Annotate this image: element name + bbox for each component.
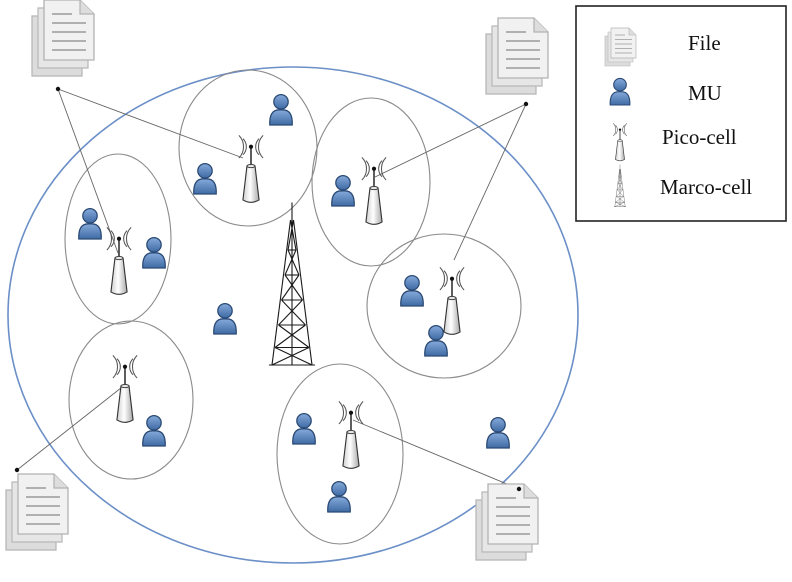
file-link	[352, 419, 520, 490]
legend-label-macro-cell: Marco-cell	[660, 175, 752, 199]
mobile-user-icon	[292, 412, 316, 445]
pico-cell-boundary	[68, 320, 194, 480]
file-links	[16, 88, 527, 490]
file-link	[57, 88, 244, 159]
pico-cell-icon	[238, 134, 264, 204]
file-icon	[5, 473, 69, 551]
mobile-users	[78, 93, 510, 513]
legend-label-pico-cell: Pico-cell	[662, 125, 737, 149]
mobile-user-icon	[327, 480, 351, 513]
pico-cell-icon	[338, 400, 364, 470]
macro-cell-tower-icon	[267, 201, 317, 367]
legend-label-file: File	[688, 31, 721, 55]
legend-label-mu: MU	[688, 81, 722, 105]
mobile-user-icon	[331, 174, 355, 207]
mobile-user-icon	[78, 207, 102, 240]
pico-cell-icon	[112, 354, 138, 424]
file-link	[16, 383, 127, 471]
files	[5, 0, 549, 561]
file-icon	[604, 27, 637, 67]
file-link	[374, 103, 527, 178]
file-icon	[485, 17, 549, 95]
link-endpoint	[55, 86, 61, 92]
mobile-user-icon	[142, 236, 166, 269]
pico-cell-icon	[361, 156, 387, 226]
pico-cell-icon	[439, 266, 465, 336]
file-icon	[475, 483, 539, 561]
mobile-user-icon	[142, 414, 166, 447]
link-endpoint	[523, 101, 529, 107]
pico-cell-icon	[106, 226, 132, 296]
pico-cell-boundary	[366, 233, 522, 379]
pico-cell-boundary	[311, 97, 431, 267]
mobile-user-icon	[269, 93, 293, 126]
link-endpoint	[516, 486, 522, 492]
mobile-user-icon	[193, 162, 217, 195]
file-link	[453, 103, 527, 261]
mobile-user-icon	[400, 274, 424, 307]
macro-cell-boundary	[7, 66, 579, 564]
pico-cell-boundaries	[64, 69, 522, 545]
file-icon	[31, 0, 95, 77]
pico-cell-boundary	[64, 153, 172, 325]
legend: File MU Pico-cell Marco-cell	[575, 5, 787, 222]
link-endpoint	[14, 467, 20, 473]
mobile-user-icon	[486, 416, 510, 449]
pico-cell-boundary	[276, 363, 404, 545]
mobile-user-icon	[213, 302, 237, 335]
file-link	[57, 88, 119, 254]
